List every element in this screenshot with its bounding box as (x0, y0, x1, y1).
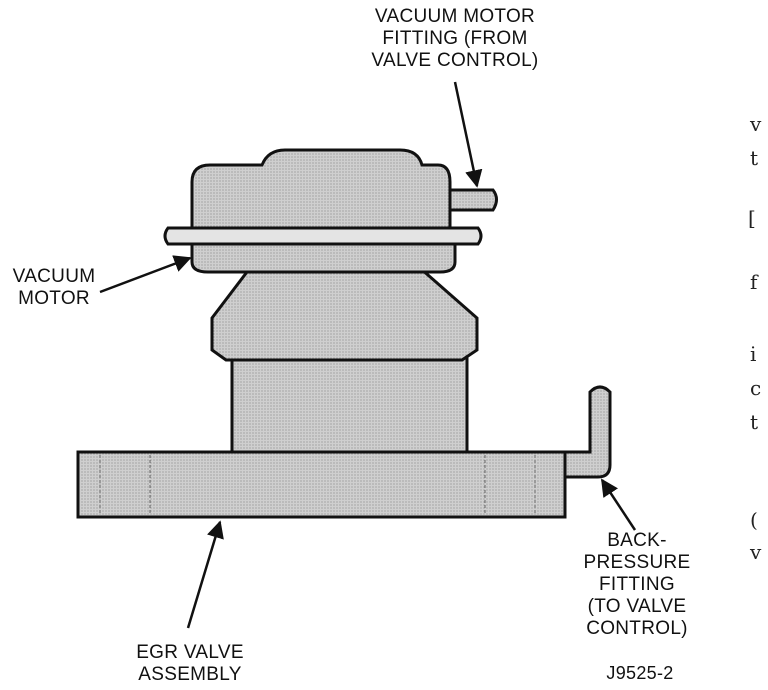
valve-column (230, 353, 469, 454)
margin-glyph: v (750, 540, 762, 564)
base-flange-detail-left (99, 455, 151, 515)
margin-glyph: f (750, 270, 758, 294)
margin-glyph: t (750, 410, 759, 434)
vacuum-motor-label: VACUUM MOTOR (12, 266, 96, 309)
back-pressure-fitting (563, 385, 612, 479)
margin-glyph: i (750, 342, 757, 366)
back-pressure-fitting-label: BACK- PRESSURE FITTING (TO VALVE CONTROL… (583, 530, 691, 639)
vacuum-fitting-tube (448, 188, 498, 212)
tapered-body (210, 266, 479, 362)
leader-back-pressure (600, 478, 637, 531)
egr-valve-assembly-label: EGR VALVE ASSEMBLY (136, 642, 244, 685)
vacuum-motor-dome (190, 148, 452, 230)
margin-glyph: c (750, 376, 762, 400)
leader-egr-valve (186, 520, 224, 629)
margin-glyph: [ (748, 206, 756, 230)
leader-vacuum-motor-fitting (453, 81, 483, 188)
base-flange (76, 450, 567, 519)
base-flange-detail-right (484, 455, 536, 515)
margin-glyph: t (750, 146, 759, 170)
leader-vacuum-motor (99, 255, 192, 294)
margin-glyph: v (750, 112, 762, 136)
vacuum-motor-lower (190, 238, 457, 274)
vacuum-motor-flange (163, 226, 483, 246)
vacuum-motor-fitting-label: VACUUM MOTOR FITTING (FROM VALVE CONTROL… (371, 6, 539, 71)
figure-code: J9525-2 (606, 663, 674, 683)
margin-glyph: ( (750, 508, 758, 532)
